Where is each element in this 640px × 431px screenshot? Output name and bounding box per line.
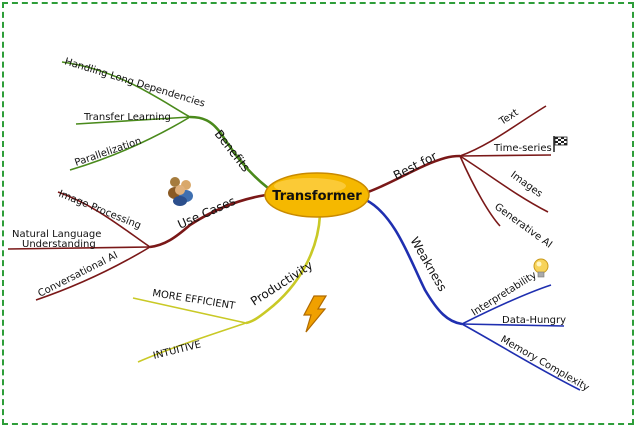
checkered-flag-icon <box>553 136 568 152</box>
productivity-leaf-line-2 <box>137 322 247 363</box>
people-icon <box>168 177 193 206</box>
best-for-connector <box>367 154 461 194</box>
use-cases-item-conversational-ai: Conversational AI <box>36 250 119 300</box>
productivity-branch: Productivity MORE EFFICIENT INTUITIVE <box>132 214 322 363</box>
best-for-label: Best for <box>391 149 439 183</box>
weakness-branch: Weakness Interpretability Data-Hungry Me… <box>365 198 591 394</box>
best-for-leaf-line-1 <box>459 105 547 157</box>
weakness-item-data-hungry: Data-Hungry <box>502 315 566 326</box>
benefits-leaf-line-3 <box>69 116 191 171</box>
best-for-item-generative-ai: Generative AI <box>492 202 554 251</box>
weakness-connector <box>365 198 463 326</box>
best-for-leaf-line-2 <box>459 154 552 157</box>
benefits-connector <box>189 115 269 190</box>
lightning-icon <box>303 295 328 333</box>
best-for-item-time-series: Time-series <box>493 143 552 154</box>
use-cases-leaf-line-2 <box>7 246 151 250</box>
benefits-leaf-line-1 <box>61 61 191 118</box>
use-cases-item-understanding: Understanding <box>22 239 96 250</box>
productivity-label: Productivity <box>248 258 315 308</box>
benefits-branch: Benefits Handling Long Dependencies Tran… <box>61 56 269 190</box>
benefits-item-parallelization: Parallelization <box>73 136 143 169</box>
weakness-item-memory-complexity: Memory Complexity <box>499 334 591 394</box>
use-cases-item-natural-language: Natural Language <box>12 229 101 240</box>
lightbulb-icon <box>533 258 549 278</box>
weakness-leaf-line-2 <box>461 323 565 327</box>
best-for-leaf-line-3 <box>459 155 549 213</box>
productivity-item-intuitive: INTUITIVE <box>152 339 202 362</box>
use-cases-connector <box>149 193 267 249</box>
productivity-leaf-line-1 <box>132 297 247 324</box>
use-cases-item-image-processing: Image Processing <box>57 189 143 232</box>
use-cases-leaf-line-1 <box>57 191 151 248</box>
weakness-leaf-line-1 <box>461 284 552 325</box>
benefits-item-handling-long-dependencies: Handling Long Dependencies <box>63 56 206 109</box>
benefits-item-transfer-learning: Transfer Learning <box>83 112 171 123</box>
use-cases-branch: Use Cases Image Processing Natural Langu… <box>7 189 267 301</box>
dashed-border <box>2 2 634 425</box>
use-cases-leaf-line-3 <box>35 246 151 301</box>
benefits-leaf-line-2 <box>75 116 191 125</box>
productivity-item-more-efficient: MORE EFFICIENT <box>152 288 237 312</box>
best-for-item-images: Images <box>508 170 544 200</box>
center-highlight <box>274 178 346 194</box>
best-for-leaf-line-4 <box>459 155 501 227</box>
center-label: Transformer <box>272 189 362 204</box>
benefits-label: Benefits <box>212 127 253 174</box>
productivity-connector <box>245 214 322 325</box>
center-node: Transformer <box>264 172 370 218</box>
weakness-leaf-line-3 <box>461 323 581 391</box>
